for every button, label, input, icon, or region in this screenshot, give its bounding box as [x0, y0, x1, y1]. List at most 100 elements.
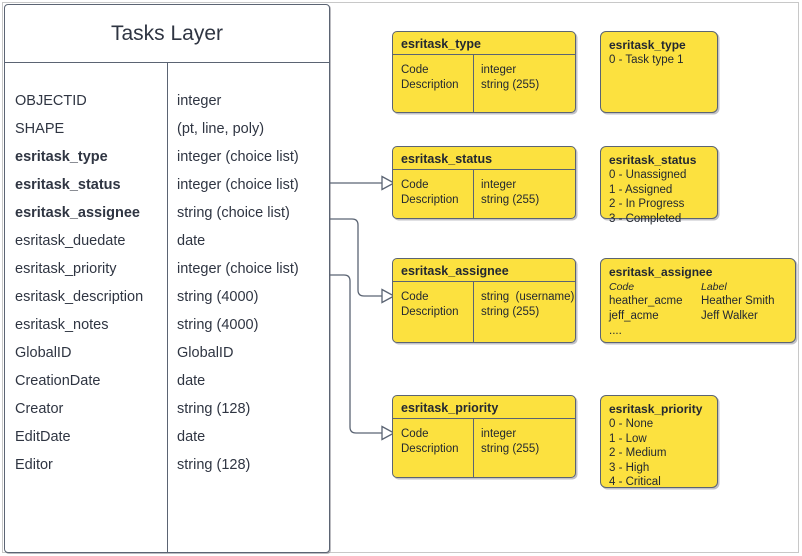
value-label: Jeff Walker [701, 310, 758, 322]
domain-field-types: string (username) string (255) [481, 291, 575, 318]
domain-table-esritask-assignee[interactable]: esritask_assignee Code Description strin… [392, 258, 576, 343]
field-row[interactable]: esritask_assignee string (choice list) [5, 199, 329, 227]
field-name: Editor [15, 457, 53, 473]
value-list-item: 0 - None [609, 418, 654, 430]
field-name: esritask_type [15, 149, 108, 165]
value-list-esritask-priority[interactable]: esritask_priority 0 - None 1 - Low 2 - M… [600, 395, 718, 488]
field-name: GlobalID [15, 345, 72, 361]
domain-field-names: Code Description [401, 64, 459, 91]
field-row[interactable]: esritask_priority integer (choice list) [5, 255, 329, 283]
domain-table-body: Code Description integer string (255) [393, 55, 575, 112]
field-type: string (choice list) [177, 205, 290, 221]
domain-field-names: Code Description [401, 428, 459, 455]
field-row[interactable]: esritask_duedate date [5, 227, 329, 255]
field-type: integer (choice list) [177, 261, 299, 277]
field-name: esritask_priority [15, 261, 117, 277]
value-code: heather_acme [609, 295, 683, 307]
domain-field-names: Code Description [401, 179, 459, 206]
field-name: esritask_assignee [15, 205, 140, 221]
field-row[interactable]: CreationDate date [5, 367, 329, 395]
value-list-title: esritask_assignee [609, 265, 713, 279]
value-list-esritask-type[interactable]: esritask_type 0 - Task type 1 [600, 31, 718, 113]
value-label: Heather Smith [701, 295, 775, 307]
field-row[interactable]: esritask_notes string (4000) [5, 311, 329, 339]
value-list-item: 0 - Unassigned [609, 169, 687, 181]
field-type: integer (choice list) [177, 177, 299, 193]
value-list-item: 1 - Low [609, 432, 647, 445]
value-list-item: heather_acme Heather Smith [609, 294, 787, 309]
domain-field-names: Code Description [401, 291, 459, 318]
domain-table-body: Code Description string (username) strin… [393, 282, 575, 342]
field-name: Creator [15, 401, 64, 417]
domain-table-esritask-type[interactable]: esritask_type Code Description integer s… [392, 31, 576, 113]
column-divider [473, 55, 474, 112]
value-list-ellipsis: .... [609, 325, 622, 337]
value-list-item: 4 - Critical [609, 476, 661, 488]
domain-table-title: esritask_assignee [393, 259, 575, 282]
entity-tasks-layer[interactable]: Tasks Layer OBJECTID integer SHAPE (pt, … [4, 4, 330, 553]
value-list-item: 3 - High [609, 461, 650, 474]
field-name: esritask_description [15, 289, 144, 305]
value-list-item: 2 - Medium [609, 447, 667, 459]
column-divider [167, 63, 168, 552]
field-type: GlobalID [177, 345, 234, 361]
field-type: integer [177, 93, 222, 109]
field-row[interactable]: esritask_type integer (choice list) [5, 143, 329, 171]
field-row[interactable]: Editor string (128) [5, 451, 329, 479]
value-list-title: esritask_type [609, 38, 686, 52]
value-list-item: 2 - In Progress [609, 198, 685, 210]
column-divider [473, 419, 474, 477]
domain-table-body: Code Description integer string (255) [393, 170, 575, 218]
field-type: date [177, 429, 206, 445]
field-name: EditDate [15, 429, 71, 445]
field-type: (pt, line, poly) [177, 121, 265, 137]
column-divider [473, 282, 474, 342]
field-name: esritask_duedate [15, 233, 126, 249]
field-name: OBJECTID [15, 93, 87, 109]
domain-table-title: esritask_priority [393, 396, 575, 419]
field-type: date [177, 233, 206, 249]
value-list-item: 3 - Completed [609, 212, 682, 225]
column-divider [473, 170, 474, 218]
domain-field-types: integer string (255) [481, 428, 540, 455]
field-type: string (4000) [177, 317, 259, 333]
value-list-item: jeff_acme Jeff Walker [609, 309, 787, 324]
field-type: date [177, 373, 206, 389]
value-list-esritask-assignee[interactable]: esritask_assignee Code Label heather_acm… [600, 258, 796, 343]
domain-table-title: esritask_type [393, 32, 575, 55]
value-list-title: esritask_priority [609, 402, 703, 416]
field-name: esritask_status [15, 177, 121, 193]
field-type: string (128) [177, 401, 251, 417]
field-row[interactable]: esritask_description string (4000) [5, 283, 329, 311]
domain-field-types: integer string (255) [481, 64, 540, 91]
domain-table-esritask-priority[interactable]: esritask_priority Code Description integ… [392, 395, 576, 478]
domain-table-esritask-status[interactable]: esritask_status Code Description integer… [392, 146, 576, 219]
field-row[interactable]: Creator string (128) [5, 395, 329, 423]
domain-table-body: Code Description integer string (255) [393, 419, 575, 477]
field-type: integer (choice list) [177, 149, 299, 165]
field-name: CreationDate [15, 373, 101, 389]
header-label: Label [701, 281, 727, 293]
value-list-esritask-status[interactable]: esritask_status 0 - Unassigned 1 - Assig… [600, 146, 718, 225]
value-list-title: esritask_status [609, 153, 697, 167]
field-name: esritask_notes [15, 317, 109, 333]
field-type: string (4000) [177, 289, 259, 305]
field-row[interactable]: OBJECTID integer [5, 87, 329, 115]
field-row[interactable]: SHAPE (pt, line, poly) [5, 115, 329, 143]
field-rows: OBJECTID integer SHAPE (pt, line, poly) … [5, 63, 329, 479]
header-code: Code [609, 281, 635, 293]
field-row[interactable]: GlobalID GlobalID [5, 339, 329, 367]
field-row[interactable]: EditDate date [5, 423, 329, 451]
field-name: SHAPE [15, 121, 65, 137]
domain-table-title: esritask_status [393, 147, 575, 170]
value-code: jeff_acme [609, 310, 659, 322]
domain-field-types: integer string (255) [481, 179, 540, 206]
entity-title: Tasks Layer [5, 5, 329, 63]
value-list-item: 0 - Task type 1 [609, 54, 684, 66]
field-type: string (128) [177, 457, 251, 473]
field-row[interactable]: esritask_status integer (choice list) [5, 171, 329, 199]
value-list-headers: Code Label [609, 280, 787, 294]
value-list-item: 1 - Assigned [609, 183, 673, 196]
